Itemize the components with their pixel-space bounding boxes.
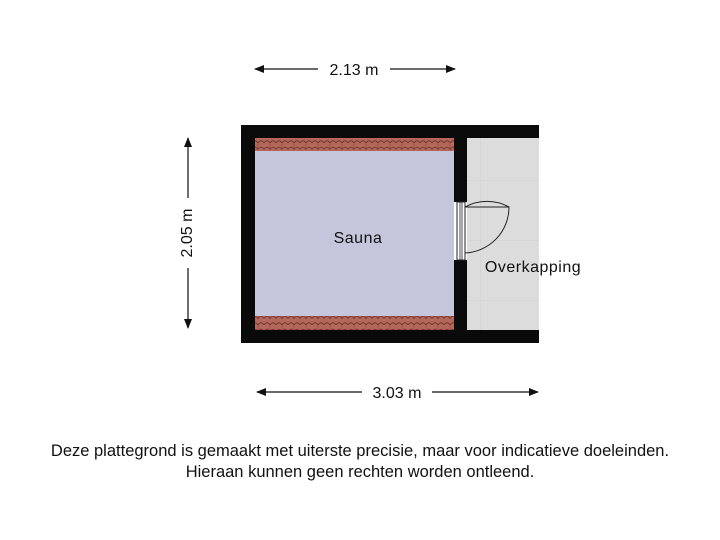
overkapping-top-wall — [466, 125, 539, 138]
overkapping-bottom-wall — [466, 330, 539, 343]
overkapping-floor — [466, 138, 539, 330]
sauna-bench-top — [255, 138, 454, 151]
sauna-bench-bottom — [255, 316, 454, 330]
dimension-side-label: 2.05 m — [179, 209, 196, 258]
disclaimer-line-2: Hieraan kunnen geen rechten worden ontle… — [185, 463, 535, 481]
sauna-floor — [255, 138, 454, 330]
door-swing-arc — [464, 200, 510, 254]
disclaimer-line-1: Deze plattegrond is gemaakt met uiterste… — [50, 442, 670, 460]
room-label-overkapping: Overkapping — [485, 259, 581, 276]
dimension-bottom-label: 3.03 m — [373, 385, 422, 402]
dimension-top-width: 2.13 m — [254, 62, 456, 79]
dimension-top-label: 2.13 m — [330, 62, 379, 79]
room-label-sauna: Sauna — [334, 230, 383, 247]
dimension-side-height: 2.05 m — [179, 137, 196, 329]
dimension-bottom-width: 3.03 m — [256, 385, 539, 402]
door — [456, 200, 510, 261]
